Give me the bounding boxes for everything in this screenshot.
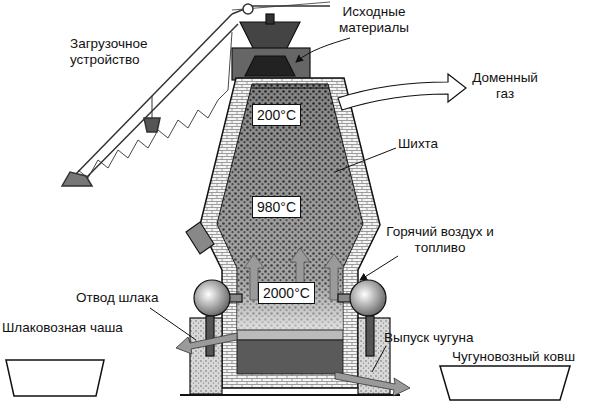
skip-hoist-part [144, 118, 160, 132]
furnace-top [232, 14, 310, 80]
foundation-part [366, 316, 374, 356]
flow-arrows-part [338, 74, 466, 110]
bowls [6, 360, 570, 400]
part-label: Горячий воздух и топливо [380, 224, 500, 256]
leader-lines-part [150, 308, 196, 340]
hot-gas-arrows-part [324, 254, 344, 300]
part-label: Шихта [398, 136, 478, 152]
part-label: Исходные материалы [326, 4, 422, 36]
flow-arrows-part [176, 333, 237, 354]
furnace-top-part [232, 48, 310, 80]
bowls-part [6, 360, 104, 396]
part-label: Доменный газ [462, 70, 548, 102]
foundation-part [180, 394, 400, 396]
flow-arrows-part [335, 372, 410, 396]
furnace-wall-part [217, 84, 363, 330]
tuyere-ring [186, 222, 386, 316]
tuyere-ring-part [194, 280, 230, 316]
furnace-top-part [240, 22, 300, 50]
temperature-value: 980°C [257, 198, 296, 216]
furnace-wall-part [217, 84, 363, 330]
leader-lines [150, 38, 398, 372]
leader-lines-part [335, 148, 396, 172]
temperature-value: 2000°C [263, 284, 310, 302]
leader-lines-part [372, 346, 386, 372]
foundation-part [206, 316, 214, 356]
skip-hoist-part [62, 172, 92, 186]
bowls-part [440, 366, 570, 400]
furnace-wall-part [237, 340, 343, 374]
tuyere-ring-part [186, 222, 214, 254]
furnace-top-part [245, 56, 295, 76]
tuyere-ring-part [350, 280, 386, 316]
part-label: Загрузочное устройство [70, 36, 180, 68]
temperature-box: 2000°C [258, 282, 315, 304]
part-label: Отвод шлака [76, 290, 186, 306]
skip-hoist-part [152, 96, 153, 118]
furnace-wall-part [252, 88, 328, 89]
temperature-box: 200°C [252, 104, 301, 126]
temperature-box: 980°C [252, 196, 301, 218]
temperature-value: 200°C [257, 106, 296, 124]
furnace-top-part [266, 14, 274, 24]
part-label: Шлаковозная чаша [2, 320, 152, 336]
part-label: Выпуск чугуна [384, 330, 514, 346]
part-label: Чугуновозный ковш [452, 349, 591, 365]
leader-lines-part [360, 256, 398, 280]
skip-hoist-part [243, 4, 253, 14]
furnace-wall-part [237, 330, 343, 340]
leader-lines-part [296, 38, 350, 62]
